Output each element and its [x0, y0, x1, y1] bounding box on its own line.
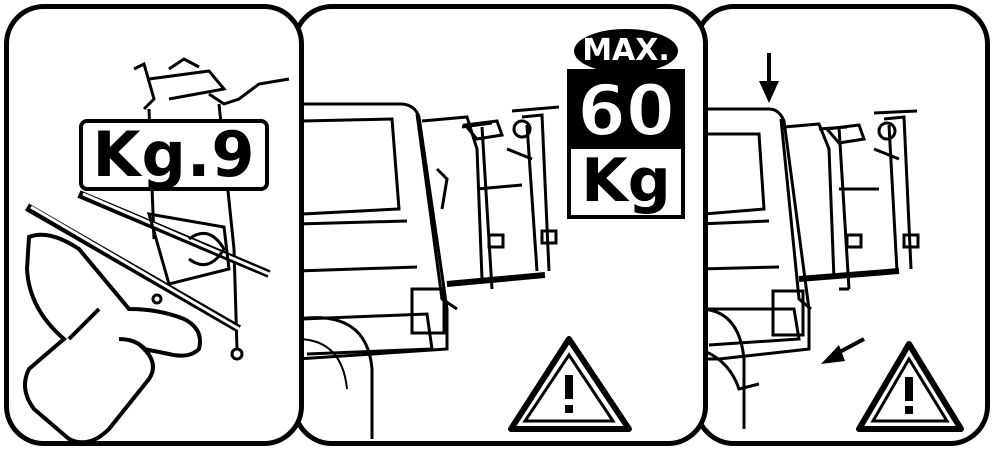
car-rear-icon	[297, 104, 447, 359]
max-load-badge: MAX. 60 Kg	[567, 29, 685, 219]
panel-check-clearance	[694, 4, 990, 446]
warning-triangle-icon	[511, 339, 629, 429]
max-box: 60 Kg	[567, 69, 685, 219]
diagonal-arrow-icon	[821, 339, 864, 364]
hand-holding-rack-icon	[25, 235, 200, 443]
panel-rack-weight: Kg.9	[4, 4, 304, 446]
bike-rack-icon	[417, 107, 559, 309]
bike-rack-icon	[781, 111, 918, 309]
max-unit: Kg	[571, 149, 681, 215]
rack-weight-label: Kg.9	[79, 119, 269, 191]
max-label: MAX.	[574, 29, 678, 73]
down-arrow-icon	[759, 53, 779, 103]
rack-in-hand-illustration	[9, 9, 304, 446]
car-with-bikes-illustration	[699, 9, 990, 446]
panel-max-load: MAX. 60 Kg	[292, 4, 708, 446]
max-value: 60	[571, 73, 681, 149]
warning-triangle-icon	[859, 344, 961, 429]
